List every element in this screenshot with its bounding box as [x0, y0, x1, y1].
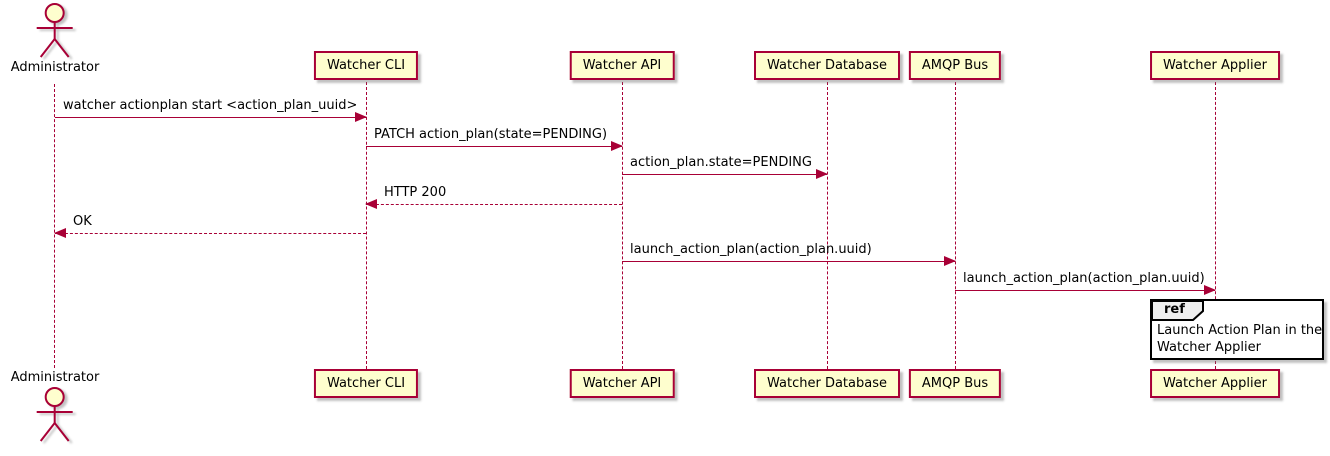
- arrowhead-right-icon: [944, 256, 956, 266]
- actor-administrator-bottom: Administrator: [10, 370, 100, 444]
- message-label: PATCH action_plan(state=PENDING): [374, 127, 608, 142]
- message-line: [366, 146, 622, 147]
- message-label: action_plan.state=PENDING: [630, 155, 812, 170]
- arrowhead-right-icon: [355, 112, 367, 122]
- actor-icon: [37, 387, 73, 442]
- participant-watcher-applier-bottom: Watcher Applier: [1150, 369, 1280, 398]
- message-label: OK: [73, 214, 92, 229]
- message-line: [366, 204, 622, 205]
- ref-fragment: ref Launch Action Plan in the Watcher Ap…: [1150, 299, 1324, 360]
- actor-icon: [37, 3, 73, 58]
- arrowhead-right-icon: [816, 169, 828, 179]
- lifeline-amqp-bus: [955, 82, 956, 369]
- message-label: launch_action_plan(action_plan.uuid): [630, 242, 872, 257]
- actor-label: Administrator: [10, 60, 100, 75]
- participant-amqp-bus-top: AMQP Bus: [908, 51, 1002, 80]
- participant-watcher-cli-bottom: Watcher CLI: [313, 369, 419, 398]
- participant-watcher-cli-top: Watcher CLI: [313, 51, 419, 80]
- participant-watcher-database-bottom: Watcher Database: [754, 369, 900, 398]
- message-label: launch_action_plan(action_plan.uuid): [963, 271, 1205, 286]
- lifeline-watcher-api: [622, 82, 623, 369]
- message-line: [622, 261, 955, 262]
- ref-text-line1: Launch Action Plan in the: [1157, 323, 1323, 338]
- message-line: [622, 174, 827, 175]
- participant-watcher-api-top: Watcher API: [569, 51, 675, 80]
- arrowhead-right-icon: [1204, 285, 1216, 295]
- message-label: watcher actionplan start <action_plan_uu…: [63, 98, 358, 113]
- ref-text-line2: Watcher Applier: [1157, 340, 1261, 355]
- actor-label: Administrator: [10, 370, 100, 385]
- participant-watcher-applier-top: Watcher Applier: [1150, 51, 1280, 80]
- message-line: [955, 290, 1215, 291]
- actor-administrator-top: Administrator: [10, 2, 100, 76]
- lifeline-administrator: [54, 84, 55, 368]
- arrowhead-right-icon: [611, 141, 623, 151]
- arrowhead-left-icon: [365, 199, 377, 209]
- ref-keyword: ref: [1164, 302, 1185, 317]
- ref-tab-icon: [1151, 300, 1204, 321]
- lifeline-watcher-cli: [366, 82, 367, 369]
- ref-text: Launch Action Plan in the Watcher Applie…: [1157, 322, 1322, 356]
- participant-watcher-database-top: Watcher Database: [754, 51, 900, 80]
- lifeline-watcher-database: [827, 82, 828, 369]
- arrowhead-left-icon: [54, 228, 66, 238]
- message-line: [55, 117, 366, 118]
- participant-amqp-bus-bottom: AMQP Bus: [908, 369, 1002, 398]
- lifeline-watcher-applier: [1215, 82, 1216, 369]
- participant-watcher-api-bottom: Watcher API: [569, 369, 675, 398]
- message-line: [55, 233, 366, 234]
- message-label: HTTP 200: [384, 185, 447, 200]
